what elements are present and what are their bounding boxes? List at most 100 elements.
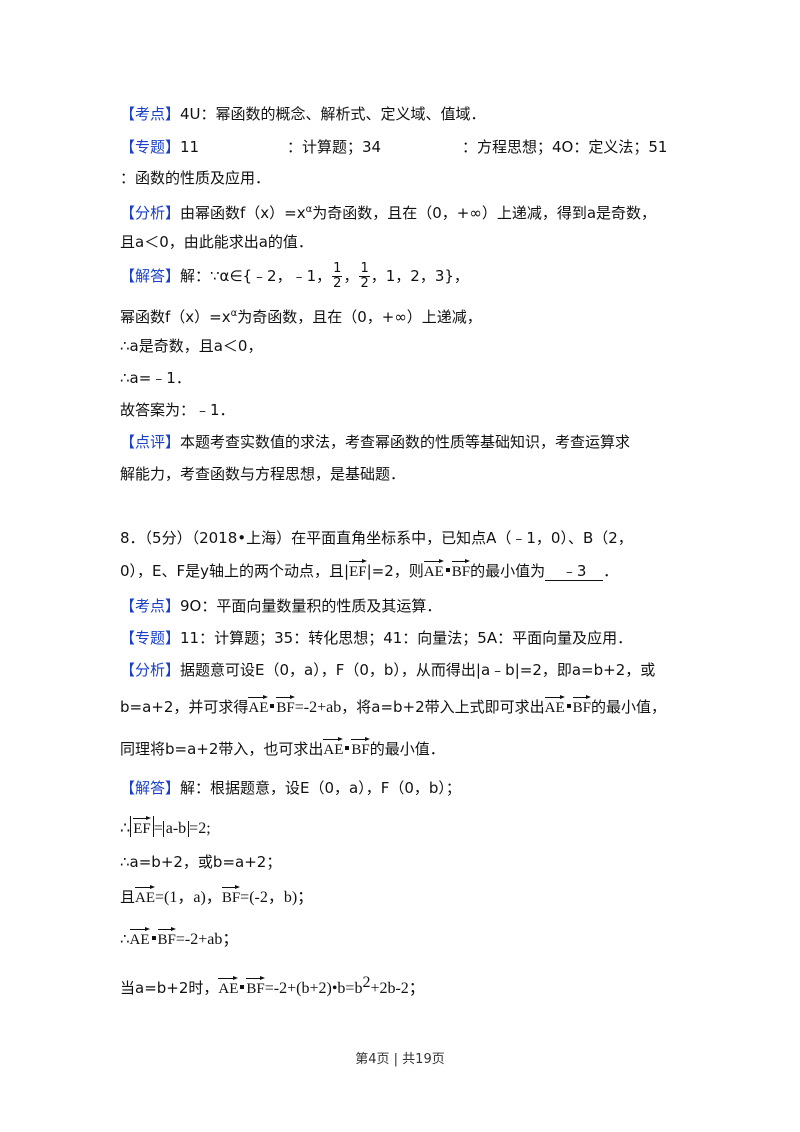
q8-zhuanti-text: 11：计算题；35：转化思想；41：向量法；5A：平面向量及应用． — [180, 629, 633, 647]
vector-ae: AE — [129, 927, 150, 948]
abs-a-minus-b: a-b — [162, 821, 190, 837]
q8-jieda-line-5: ∴AE BF=-2+ab； — [120, 926, 238, 953]
zhuanti-segment-2: ：计算题；34 — [287, 137, 381, 157]
kaodian-label: 【考点】 — [120, 597, 181, 615]
equals-sign: = — [153, 820, 163, 837]
jieda-label: 【解答】 — [120, 267, 181, 285]
fenxi-continuation: 且a＜0，由此能求出a的值． — [120, 232, 313, 252]
zhuanti-line: 【专题】11 — [120, 137, 199, 157]
dianping-line: 【点评】本题考查实数值的求法，考查幂函数的性质等基础知识，考查运算求 — [120, 432, 630, 452]
dot-product-symbol — [151, 936, 156, 940]
problem-8-statement: 8．（5分）（2018•上海）在平面直角坐标系中，已知点A（﹣1，0）、B（2， — [120, 528, 633, 548]
fenxi-text-2: 为奇函数，且在（0，+∞）上递减，得到a是奇数， — [312, 204, 657, 222]
q8-jieda-line-4: 且AE=(1，a)，BF=(-2，b)； — [120, 884, 313, 911]
q8-fenxi-expr: =-2+ab — [294, 699, 342, 716]
fraction-denominator: 2 — [333, 276, 342, 291]
q8-fenxi-line: 【分析】据题意可设E（0，a），F（0，b），从而得出|a﹣b|=2，即a=b+… — [120, 660, 655, 680]
fenxi-text-1: 由幂函数f（x）=x — [180, 204, 306, 222]
vector-ae: AE — [135, 885, 156, 906]
q8-fenxi-text-2d: 的最小值， — [591, 698, 667, 716]
vector-bf-coords: =(-2，b)； — [240, 889, 314, 906]
vector-ae: AE — [248, 695, 269, 716]
fenxi-line: 【分析】由幂函数f（x）=xα为奇函数，且在（0，+∞）上递减，得到a是奇数， — [120, 200, 656, 223]
problem-8-period: ． — [603, 562, 619, 580]
dot-product-symbol — [445, 568, 450, 572]
therefore-symbol: ∴ — [120, 930, 130, 948]
jieda-text-1: 解：∵α∈{﹣2，﹣1， — [180, 267, 332, 285]
zhuanti-text-1: 11 — [180, 138, 200, 156]
q8-jieda-expr-6: =-2+(b+2)•b=b — [264, 980, 363, 997]
q8-jieda-text-3: ∴a=b+2，或b=a+2； — [120, 853, 282, 871]
q8-zhuanti-line: 【专题】11：计算题；35：转化思想；41：向量法；5A：平面向量及应用． — [120, 628, 632, 648]
jieda-line-3: ∴a是奇数，且a＜0， — [120, 336, 262, 356]
q8-fenxi-text-3b: 的最小值． — [369, 740, 445, 758]
q8-fenxi-text-2c: ，将a=b+2带入上式即可求出 — [341, 698, 545, 716]
fenxi-label: 【分析】 — [120, 204, 181, 222]
vector-bf: BF — [246, 976, 266, 997]
vector-ef: EF — [133, 816, 151, 837]
q8-fenxi-text-1: 据题意可设E（0，a），F（0，b），从而得出|a﹣b|=2，即a=b+2，或 — [180, 661, 656, 679]
jieda-l3-text: ∴a是奇数，且a＜0， — [120, 337, 263, 355]
vector-ae: AE — [218, 976, 239, 997]
fraction-numerator: 1 — [332, 261, 343, 277]
vector-ae: AE — [323, 737, 344, 758]
dianping-text-2: 解能力，考查函数与方程思想，是基础题． — [120, 465, 406, 483]
zhuanti-text-3: ：方程思想；4O：定义法；51 — [462, 138, 668, 156]
q8-kaodian-line: 【考点】9O：平面向量数量积的性质及其运算． — [120, 596, 441, 616]
q8-jieda-line-2: ∴EF=a-b=2; — [120, 816, 211, 841]
vector-bf: BF — [221, 885, 241, 906]
vector-bf: BF — [451, 559, 471, 580]
q8-kaodian-text: 9O：平面向量数量积的性质及其运算． — [180, 597, 442, 615]
dot-product-symbol — [270, 704, 275, 708]
vector-ae: AE — [423, 559, 444, 580]
q8-jieda-line-3: ∴a=b+2，或b=a+2； — [120, 852, 281, 872]
q8-jieda-line: 【解答】解：根据题意，设E（0，a），F（0，b）； — [120, 778, 461, 798]
dianping-label: 【点评】 — [120, 433, 181, 451]
jieda-comma: ， — [343, 267, 359, 285]
alpha-exponent: α — [305, 204, 313, 215]
dianping-text-1: 本题考查实数值的求法，考查幂函数的性质等基础知识，考查运算求 — [180, 433, 631, 451]
vector-bf: BF — [157, 927, 177, 948]
q8-jieda-text-2d: =2; — [189, 820, 211, 837]
zhuanti-continuation: ：函数的性质及应用． — [120, 168, 270, 188]
zhuanti-text-2: ：计算题；34 — [287, 138, 382, 156]
kaodian-label: 【考点】 — [120, 105, 181, 123]
problem-8-text-2a: 0），E、F是y轴上的两个动点，且| — [120, 562, 350, 580]
answer-blank: ﹣3 — [545, 562, 604, 581]
zhuanti-label: 【专题】 — [120, 138, 181, 156]
zhuanti-label: 【专题】 — [120, 629, 181, 647]
dot-product-symbol — [345, 746, 350, 750]
jieda-line-4: ∴a=﹣1． — [120, 368, 191, 388]
vector-bf: BF — [572, 695, 592, 716]
abs-vector-ef: EF — [130, 816, 154, 837]
page-footer: 第4页 | 共19页 — [355, 1052, 445, 1067]
fraction-denominator: 2 — [360, 276, 369, 291]
alpha-exponent: α — [230, 308, 238, 319]
q8-jieda-text-4a: 且 — [120, 888, 136, 906]
jieda-line-5: 故答案为：﹣1． — [120, 400, 235, 420]
dot-product-symbol — [240, 985, 245, 989]
jieda-text-3: ，1，2，3}， — [370, 267, 469, 285]
kaodian-text: 4U：幂函数的概念、解析式、定义域、值域． — [180, 105, 486, 123]
vector-ae-coords: =(1，a)， — [155, 889, 222, 906]
fraction-numerator: 1 — [359, 261, 370, 277]
q8-jieda-text-6a: 当a=b+2时， — [120, 979, 219, 997]
q8-jieda-text-1: 解：根据题意，设E（0，a），F（0，b）； — [180, 779, 461, 797]
therefore-symbol: ∴ — [120, 820, 131, 837]
jieda-line-2: 幂函数f（x）=xα为奇函数，且在（0，+∞）上递减， — [120, 304, 482, 327]
jieda-l2-text-a: 幂函数f（x）=x — [120, 308, 231, 326]
q8-jieda-expr-5: =-2+ab； — [175, 931, 239, 948]
zhuanti-segment-3: ：方程思想；4O：定义法；51 — [462, 137, 667, 157]
vector-ae: AE — [544, 695, 565, 716]
dot-product-symbol — [566, 704, 571, 708]
problem-8-text-1: 8．（5分）（2018•上海）在平面直角坐标系中，已知点A（﹣1，0）、B（2， — [120, 529, 633, 547]
zhuanti-text-cont: ：函数的性质及应用． — [120, 169, 271, 187]
vector-bf: BF — [351, 737, 371, 758]
square-exponent: 2 — [362, 974, 371, 991]
